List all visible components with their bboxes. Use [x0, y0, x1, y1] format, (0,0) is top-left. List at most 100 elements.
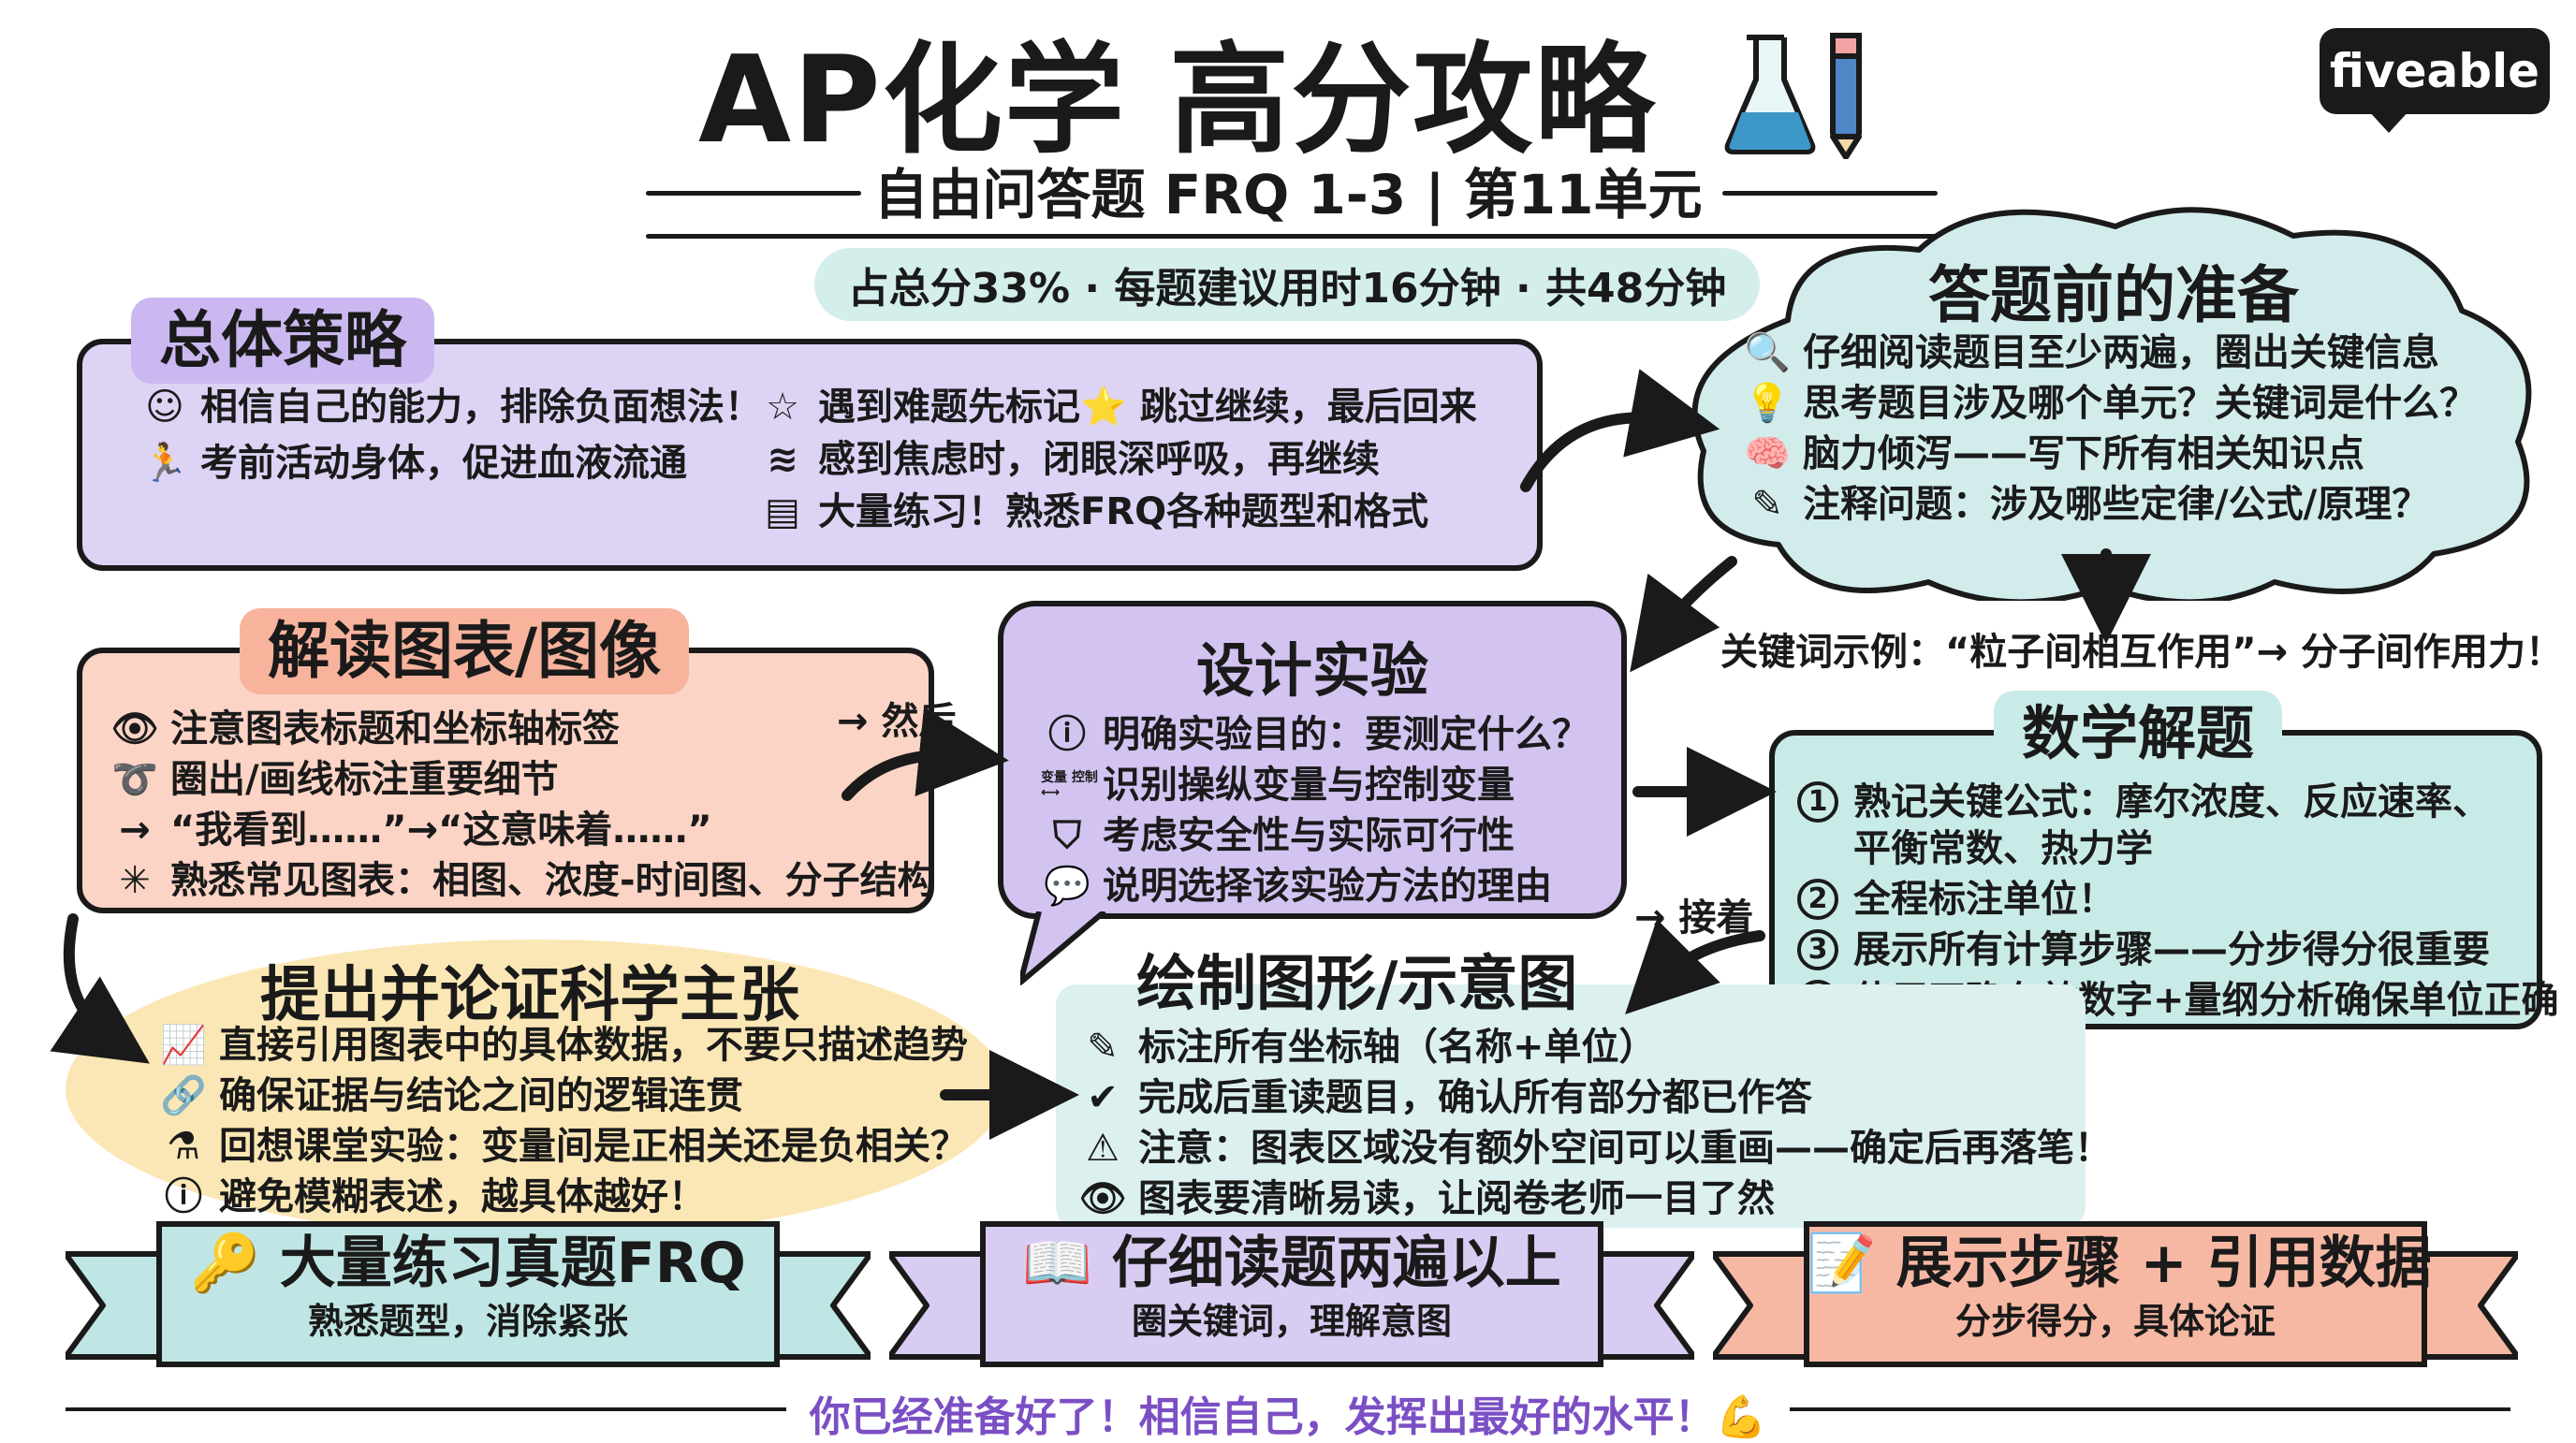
- ribbon-sub-label: 分步得分，具体论证: [1954, 1301, 2276, 1342]
- flask-icon: ⚗: [167, 1125, 200, 1168]
- strategy-text: 相信自己的能力，排除负面想法！: [200, 386, 762, 429]
- ribbon-main-label: 📝 展示步骤 + 引用数据: [1807, 1228, 2432, 1299]
- strategy-text: 大量练习！熟悉FRQ各种题型和格式: [818, 490, 1429, 533]
- lasso-icon: ➰: [111, 758, 158, 801]
- drawing-item: ✎ 标注所有坐标轴（名称+单位）: [1076, 1022, 2112, 1072]
- ribbon-main-text: 展示步骤 + 引用数据: [1895, 1231, 2432, 1296]
- experiment-text: 考虑安全性与实际可行性: [1103, 814, 1515, 857]
- brain-icon: 🧠: [1744, 432, 1791, 475]
- check-icon: ✔: [1087, 1076, 1119, 1119]
- page-title: AP化学 高分攻略: [0, 28, 2576, 189]
- math-text: 熟记关键公式：摩尔浓度、反应速率、: [1853, 780, 2490, 824]
- math-item: 3 展示所有计算步骤——分步得分很重要: [1797, 925, 2559, 975]
- overall-strategy-title: 总体策略: [131, 298, 434, 384]
- drawing-text: 注意：图表区域没有额外空间可以重画——确定后再落笔！: [1138, 1127, 2112, 1170]
- prep-cloud-shape: [1691, 207, 2532, 601]
- variables-icon: 变量 控制⟷: [1041, 770, 1098, 800]
- claim-title: 提出并论证科学主张: [260, 961, 799, 1030]
- magnifier-icon: 🔍: [1744, 331, 1791, 374]
- flask-pencil-icon: [1719, 28, 1878, 189]
- experiment-text: 说明选择该实验方法的理由: [1103, 865, 1552, 908]
- experiment-text: 明确实验目的：要测定什么？: [1103, 713, 1589, 756]
- prep-item: 🧠 脑力倾泻——写下所有相关知识点: [1741, 429, 2477, 479]
- smile-icon: ☺: [145, 386, 184, 429]
- math-text-cont: 平衡常数、热力学: [1853, 827, 2153, 870]
- number-1-icon: 1: [1797, 781, 1838, 823]
- claim-text: 避免模糊表述，越具体越好！: [219, 1175, 706, 1218]
- graphs-text: “我看到……”→“这意味着……”: [170, 809, 712, 852]
- math-item: 2 全程标注单位！: [1797, 874, 2559, 925]
- ribbon-sub-label: 熟悉题型，消除紧张: [307, 1301, 628, 1342]
- drawing-text: 图表要清晰易读，让阅卷老师一目了然: [1138, 1177, 1775, 1220]
- prep-item: 🔍 仔细阅读题目至少两遍，圈出关键信息: [1741, 328, 2477, 378]
- arrow-strategy-to-prep: [1520, 369, 1720, 492]
- variables-icon-text: 变量 控制: [1041, 770, 1098, 785]
- experiment-item: ⛉ 考虑安全性与实际可行性: [1041, 810, 1589, 861]
- ribbon-banner: 📖 仔细读题两遍以上圈关键词，理解意图: [889, 1217, 1694, 1385]
- ribbon-main-label: 📖 仔细读题两遍以上: [983, 1228, 1601, 1299]
- math-text: 全程标注单位！: [1853, 878, 2115, 921]
- drawing-item: ✔ 完成后重读题目，确认所有部分都已作答: [1076, 1072, 2112, 1123]
- experiment-box: 设计实验 ⓘ 明确实验目的：要测定什么？ 变量 控制⟷ 识别操纵变量与控制变量 …: [998, 601, 1627, 919]
- chart-icon: 📈: [160, 1024, 207, 1067]
- logo-tail: [2368, 110, 2409, 133]
- shield-icon: ⛉: [1053, 814, 1081, 857]
- drawing-text: 标注所有坐标轴（名称+单位）: [1138, 1026, 1657, 1069]
- math-item-continued: 平衡常数、热力学: [1797, 824, 2559, 874]
- number-3-icon: 3: [1797, 929, 1838, 970]
- claim-item: ⚗ 回想课堂实验：变量间是正相关还是负相关？: [157, 1121, 968, 1172]
- books-icon: ▤: [765, 490, 800, 533]
- drawing-box: ✎ 标注所有坐标轴（名称+单位） ✔ 完成后重读题目，确认所有部分都已作答 ⚠ …: [1056, 984, 2112, 1228]
- graphs-text: 注意图表标题和坐标轴标签: [170, 707, 620, 751]
- graphs-title: 解读图表/图像: [240, 608, 690, 694]
- warning-icon: ⚠: [1086, 1127, 1120, 1170]
- strategy-item: ☺ 相信自己的能力，排除负面想法！: [139, 382, 762, 432]
- graphs-item: ✳ 熟悉常见图表：相图、浓度-时间图、分子结构: [109, 855, 934, 906]
- wind-icon: ≋: [767, 438, 798, 481]
- graphs-item: 👁 注意图表标题和坐标轴标签: [109, 704, 935, 754]
- eye-icon: 👁: [1078, 1177, 1127, 1220]
- subtitle-underline: [646, 234, 1938, 239]
- key-icon: 🔑: [190, 1231, 260, 1296]
- experiment-text: 识别操纵变量与控制变量: [1103, 764, 1515, 807]
- math-item: 1 熟记关键公式：摩尔浓度、反应速率、: [1797, 777, 2559, 827]
- strategy-text: 感到焦虑时，闭眼深呼吸，再继续: [818, 438, 1380, 481]
- star-icon: ☆: [766, 386, 799, 429]
- subtitle-left-line: [646, 191, 861, 196]
- claim-item: 📈 直接引用图表中的具体数据，不要只描述趋势: [157, 1020, 968, 1071]
- claim-oval: [66, 940, 1005, 1239]
- arrow-graphs-to-claim: [50, 913, 150, 1064]
- eye-icon: 👁: [110, 707, 159, 751]
- footer-right-line: [1790, 1407, 2510, 1411]
- number-2-icon: 2: [1797, 879, 1838, 920]
- strategy-item: ▤ 大量练习！熟悉FRQ各种题型和格式: [756, 487, 1477, 537]
- lightbulb-icon: 💡: [1744, 382, 1791, 425]
- claim-text: 直接引用图表中的具体数据，不要只描述趋势: [219, 1024, 968, 1067]
- ribbon-main-label: 🔑 大量练习真题FRQ: [159, 1228, 777, 1299]
- experiment-item: 💬 说明选择该实验方法的理由: [1041, 861, 1589, 911]
- prep-text: 注释问题：涉及哪些定律/公式/原理？: [1803, 483, 2430, 526]
- exclamation-icon: ⓘ: [165, 1175, 202, 1218]
- title-text: AP化学 高分攻略: [697, 31, 1657, 171]
- strategy-text: 遇到难题先标记⭐ 跳过继续，最后回来: [818, 386, 1477, 429]
- fiveable-logo: fiveable: [2320, 28, 2550, 114]
- memo-icon: 📝: [1807, 1231, 1877, 1296]
- open-book-icon: 📖: [1022, 1231, 1092, 1296]
- claim-item: ⓘ 避免模糊表述，越具体越好！: [157, 1172, 968, 1222]
- ribbon-banner: 📝 展示步骤 + 引用数据分步得分，具体论证: [1713, 1217, 2518, 1385]
- footer-message: 你已经准备好了！相信自己，发挥出最好的水平！💪: [809, 1393, 1767, 1441]
- page-subtitle: 自由问答题 FRQ 1-3 | 第11单元: [873, 163, 1703, 226]
- arrow-graphs-to-experiment: [842, 707, 1009, 801]
- experiment-bubble-tail: [1020, 911, 1106, 985]
- experiment-item: 变量 控制⟷ 识别操纵变量与控制变量: [1041, 760, 1589, 810]
- math-box: 1 熟记关键公式：摩尔浓度、反应速率、 平衡常数、热力学 2 全程标注单位！ 3…: [1769, 730, 2559, 1029]
- running-person-icon: 🏃: [141, 442, 188, 485]
- prep-text: 脑力倾泻——写下所有相关知识点: [1803, 432, 2364, 475]
- claim-text: 回想课堂实验：变量间是正相关还是负相关？: [219, 1125, 968, 1168]
- strategy-item: ☆ 遇到难题先标记⭐ 跳过继续，最后回来: [756, 382, 1477, 432]
- graphs-text: 圈出/画线标注重要细节: [170, 758, 559, 801]
- prep-text: 仔细阅读题目至少两遍，圈出关键信息: [1803, 331, 2439, 374]
- ribbon-main-text: 大量练习真题FRQ: [279, 1231, 746, 1296]
- arrow-icon: →: [119, 809, 151, 852]
